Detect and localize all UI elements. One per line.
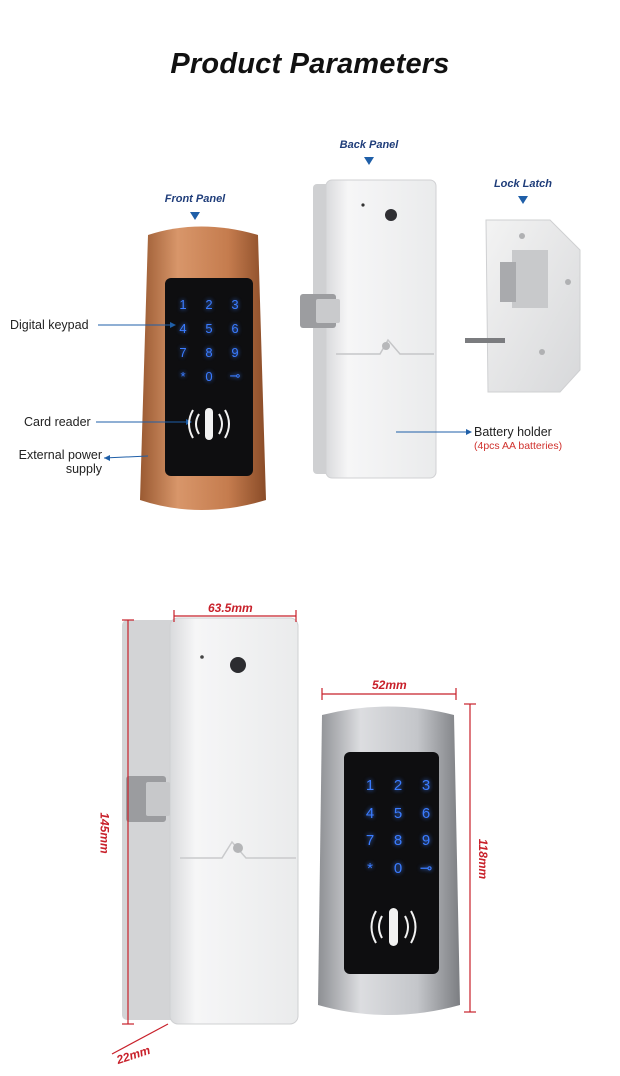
keypad-key: 4 (365, 804, 375, 822)
keypad-key: * (367, 859, 373, 877)
front-panel-bronze (140, 226, 266, 510)
callout-lines (96, 324, 466, 459)
back-panel-label: Back Panel (339, 139, 399, 151)
keypad-key: 7 (365, 832, 375, 850)
page-title: Product Parameters (170, 48, 450, 80)
back-module-dimensioned (122, 617, 299, 1025)
keypad-key: 8 (205, 344, 213, 360)
card-reader-icon-silver (368, 904, 418, 950)
keypad-key: 6 (231, 320, 239, 336)
callout-card-reader: Card reader (24, 415, 91, 429)
keypad-key: 1 (365, 777, 375, 795)
dim-front-width: 52mm (372, 678, 407, 692)
keypad-key: 0 (393, 859, 403, 877)
back-panel-white (300, 179, 437, 479)
lock-latch-arrow-icon (518, 196, 528, 204)
keypad-key: 9 (421, 832, 431, 850)
keypad-key: 8 (393, 832, 403, 850)
dim-back-height: 145mm (97, 812, 112, 854)
keypad-key: 6 (421, 804, 431, 822)
keypad-key: 3 (421, 777, 431, 795)
callout-battery-holder: Battery holder (474, 425, 552, 439)
keypad-key: 3 (231, 296, 239, 312)
keypad-key: 7 (179, 344, 187, 360)
keypad-key: * (180, 368, 186, 384)
back-panel-arrow-icon (364, 157, 374, 165)
keypad-front-bronze: 1 2 3 4 5 6 7 8 9 * 0 ⊸ (170, 292, 248, 388)
keypad-key: 5 (205, 320, 213, 336)
callout-external-power: External power supply (10, 448, 102, 476)
keypad-key: 4 (179, 320, 187, 336)
keypad-key: 9 (231, 344, 239, 360)
callout-external-power-line1: External power (18, 448, 102, 462)
front-panel-silver (318, 706, 460, 1015)
keypad-key: 0 (205, 368, 213, 384)
dim-back-width: 63.5mm (208, 601, 253, 615)
keypad-key: 2 (205, 296, 213, 312)
dim-front-height: 118mm (476, 838, 491, 880)
callout-external-power-line2: supply (65, 462, 102, 476)
keypad-key: 1 (179, 296, 187, 312)
dimension-lines (111, 610, 476, 1055)
keypad-key: ⊸ (229, 368, 241, 383)
lock-latch (465, 219, 581, 393)
keypad-key: 2 (393, 777, 403, 795)
card-reader-icon (186, 404, 232, 444)
front-panel-label: Front Panel (164, 193, 226, 205)
keypad-key: 5 (393, 804, 403, 822)
keypad-key: ⊸ (419, 860, 433, 878)
front-panel-arrow-icon (190, 212, 200, 220)
callout-battery-note: (4pcs AA batteries) (474, 440, 563, 452)
callout-digital-keypad: Digital keypad (10, 318, 89, 332)
lock-latch-label: Lock Latch (493, 178, 553, 190)
